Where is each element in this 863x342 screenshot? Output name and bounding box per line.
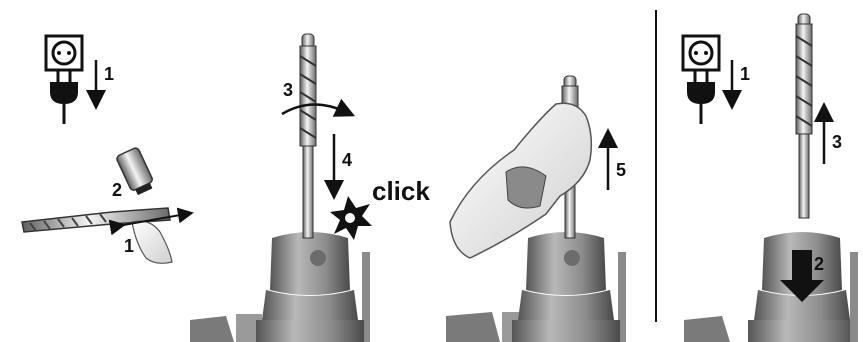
drill-bit-removed (796, 14, 812, 218)
panel-2: 3 4 click (190, 34, 430, 342)
step-3-label: 3 (283, 80, 293, 100)
power-socket-icon-right (683, 36, 719, 70)
step-1-clean-label: 1 (124, 236, 134, 256)
step-4-label: 4 (342, 150, 352, 170)
power-plug-icon-right (687, 70, 715, 124)
step-1-label: 1 (104, 64, 114, 84)
step-1-right-label: 1 (740, 64, 750, 84)
drill-chuck-3 (512, 232, 620, 342)
panel-3: 5 (446, 76, 626, 342)
click-label: click (372, 176, 430, 206)
drill-bit (300, 34, 316, 238)
cleaning-cloth (132, 221, 172, 263)
step-2-label: 2 (112, 180, 122, 200)
step-5-label: 5 (616, 160, 626, 180)
power-plug-icon (50, 70, 78, 124)
power-socket-icon (46, 36, 82, 70)
panel-1: 1 2 1 (22, 36, 186, 263)
panel-4: 1 3 2 (683, 14, 858, 342)
step-2-right-label: 2 (814, 254, 824, 274)
drill-chuck (256, 232, 364, 342)
step-3-right-label: 3 (832, 132, 842, 152)
